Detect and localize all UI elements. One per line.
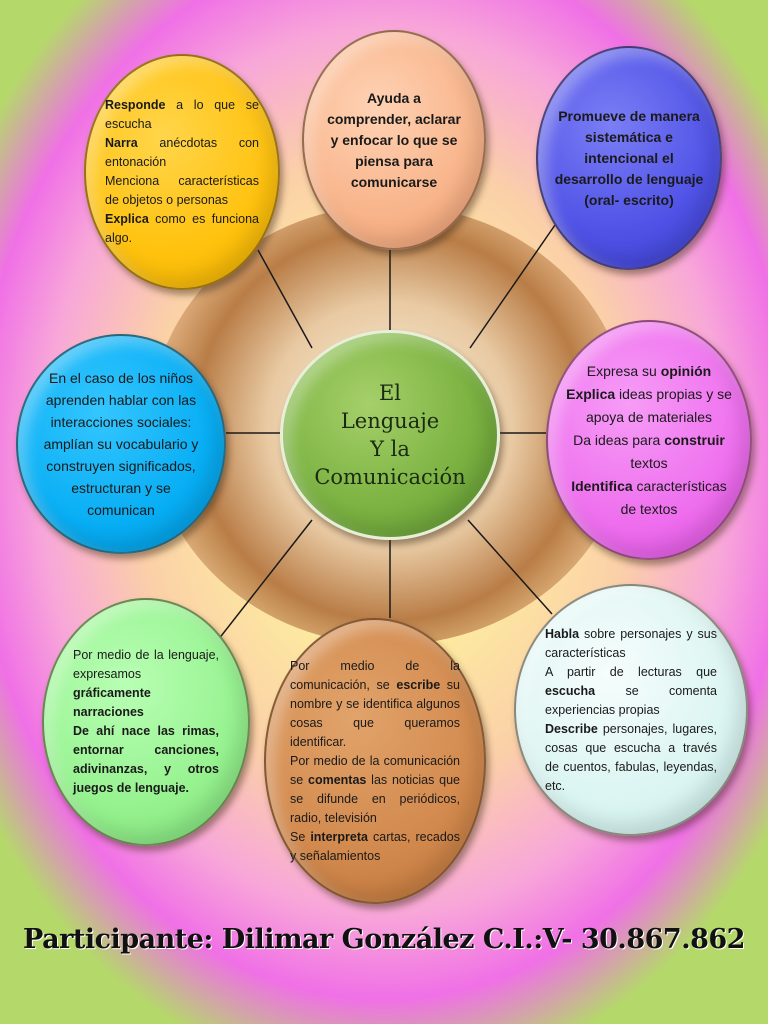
- bold-term: opinión: [660, 362, 712, 379]
- bold-term: escribe: [396, 677, 441, 692]
- node-bottom-left: Por medio de la lenguaje, expresamos grá…: [42, 598, 250, 846]
- node-bottom-right-text: Habla sobre personajes y sus característ…: [545, 625, 717, 796]
- center-title-line: Lenguaje: [340, 409, 440, 433]
- node-bottom-right: Habla sobre personajes y sus característ…: [514, 584, 748, 836]
- center-title-line: Comunicación: [314, 465, 466, 489]
- node-bottom-left-text: Por medio de la lenguaje, expresamos grá…: [73, 646, 219, 798]
- text-span: Por medio de la lenguaje, expresamos: [73, 648, 219, 681]
- bold-term: construir: [664, 431, 725, 448]
- node-top: Ayuda a comprender, aclarar y enfocar lo…: [302, 30, 486, 250]
- center-node: El Lenguaje Y la Comunicación: [280, 330, 500, 540]
- text-span: Por medio de la comunicación, se: [290, 658, 460, 692]
- node-top-text: Ayuda a comprender, aclarar y enfocar lo…: [327, 89, 461, 190]
- bold-term: Explica: [105, 212, 149, 226]
- text-span: textos: [630, 454, 668, 471]
- text-span: personajes, lugares, cosas que escucha a…: [545, 721, 717, 793]
- node-left: En el caso de los niños aprenden hablar …: [16, 334, 226, 554]
- text-span: anécdotas con entonación: [105, 136, 259, 169]
- text-span: Menciona características de objetos o pe…: [105, 174, 259, 207]
- participant-footer: Participante: Dilimar González C.I.:V- 3…: [23, 924, 745, 955]
- text-span: Expresa su: [586, 362, 661, 379]
- bold-term: Explica: [566, 385, 616, 402]
- node-bottom-text: Por medio de la comunicación, se escribe…: [290, 657, 460, 866]
- node-bottom: Por medio de la comunicación, se escribe…: [264, 618, 486, 904]
- text-span: Da ideas para: [573, 431, 665, 448]
- text-span: Se: [290, 829, 311, 844]
- bold-term: Narra: [105, 136, 138, 150]
- node-top-left: Responde a lo que se escucha Narra anécd…: [84, 54, 280, 290]
- center-title: El Lenguaje Y la Comunicación: [314, 379, 465, 491]
- bold-term: comentas: [308, 772, 367, 787]
- node-top-right-text: Promueve de manera sistemática e intenci…: [554, 107, 704, 208]
- connector-bottom-right: [467, 519, 553, 615]
- bold-term: De ahí nace las rimas, entornar cancione…: [73, 724, 219, 795]
- bold-term: interpreta: [310, 829, 368, 844]
- connector-bottom-left: [217, 519, 313, 641]
- node-right-text: Expresa su opinión Explica ideas propias…: [565, 360, 733, 521]
- node-right: Expresa su opinión Explica ideas propias…: [546, 320, 752, 560]
- bold-term: Responde: [105, 98, 166, 112]
- text-span: Por medio de la comunicación se: [290, 753, 460, 787]
- node-top-left-text: Responde a lo que se escucha Narra anécd…: [105, 96, 259, 248]
- bold-term: gráficamente narraciones: [73, 686, 151, 719]
- bold-term: Identifica: [571, 477, 633, 494]
- text-span: cartas, recados y señalamientos: [290, 829, 460, 863]
- node-left-text: En el caso de los niños aprenden hablar …: [43, 370, 199, 518]
- bold-term: escucha: [545, 683, 596, 698]
- connector-top-left: [257, 249, 313, 349]
- text-span: características de textos: [620, 477, 727, 517]
- text-span: sobre personajes y sus características: [545, 626, 717, 660]
- bold-term: Describe: [545, 721, 598, 736]
- node-top-right: Promueve de manera sistemática e intenci…: [536, 46, 722, 270]
- text-span: las noticias que se difunde en periódico…: [290, 772, 460, 825]
- center-title-line: Y la: [370, 437, 410, 461]
- connector-top-right: [469, 224, 556, 349]
- text-span: su nombre y se identifica algunos cosas …: [290, 677, 460, 749]
- text-span: a lo que se escucha: [105, 98, 259, 131]
- text-span: se comenta experiencias propias: [545, 683, 717, 717]
- text-span: como es funciona algo.: [105, 212, 259, 245]
- text-span: ideas propias y se apoya de materiales: [585, 385, 732, 425]
- bold-term: Habla: [545, 626, 580, 641]
- text-span: A partir de lecturas que: [545, 664, 717, 679]
- center-title-line: El: [378, 381, 402, 405]
